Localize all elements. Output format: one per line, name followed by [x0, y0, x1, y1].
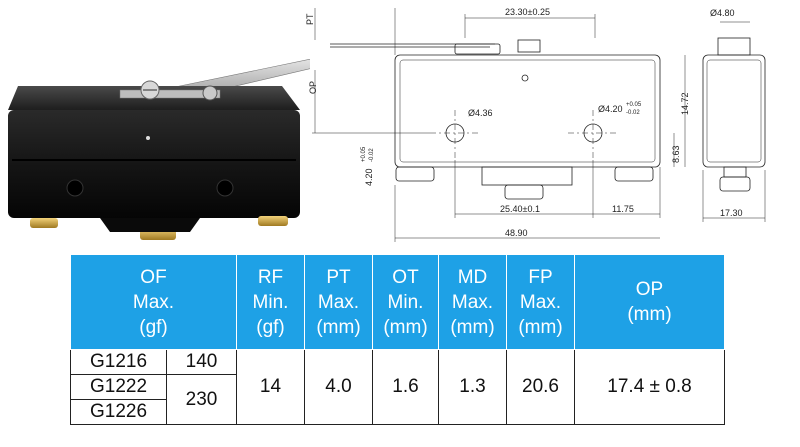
label-hole-offset-tol-upper: +0.05 — [361, 146, 367, 162]
product-photo — [8, 58, 310, 240]
header-pt: PT Max. (mm) — [304, 254, 373, 350]
label-width-top: 23.30±0.25 — [505, 7, 550, 17]
of-value-cell: 140 — [166, 349, 237, 375]
mounting-hole-right — [216, 179, 234, 197]
md-value-cell: 1.3 — [438, 349, 507, 425]
model-cell: G1226 — [70, 399, 167, 425]
lever-bracket — [119, 89, 221, 99]
label-hole-offset: 4.20 — [364, 168, 374, 186]
label-hole-right-tol-upper: +0.05 — [626, 102, 642, 108]
label-hole-left: Ø4.36 — [468, 108, 493, 118]
table-row: G1222 230 — [70, 374, 725, 425]
rf-value-cell: 14 — [236, 349, 305, 425]
label-height-total: 14.72 — [680, 92, 690, 115]
label-hole-pitch: 25.40±0.1 — [500, 204, 540, 214]
switch-body — [8, 110, 300, 218]
header-md: MD Max. (mm) — [438, 254, 507, 350]
op-value-cell: 17.4 ± 0.8 — [574, 349, 725, 425]
label-hole-right: Ø4.20 — [598, 104, 623, 114]
label-side-width: 17.30 — [720, 208, 743, 218]
spec-table: OF Max. (gf) RF Min. (gf) PT Max. (mm) O… — [70, 254, 725, 425]
of-value-cell: 230 — [166, 374, 237, 425]
label-right-offset: 11.75 — [612, 204, 634, 214]
technical-drawing: PT OP 23.30±0.25 Ø4.80 Ø4.36 Ø4.20 +0.05… — [305, 7, 766, 242]
label-height-hole: 8.63 — [671, 145, 681, 163]
lever-roller — [202, 85, 218, 101]
label-hole-right-tol-lower: -0.02 — [626, 110, 640, 116]
header-ot: OT Min. (mm) — [372, 254, 439, 350]
front-terminal-center — [504, 184, 544, 200]
pt-value-cell: 4.0 — [304, 349, 373, 425]
mounting-hole-left — [66, 179, 84, 197]
label-hole-offset-tol-lower: -0.02 — [369, 148, 375, 162]
header-fp: FP Max. (mm) — [506, 254, 575, 350]
model-cell: G1216 — [70, 349, 167, 375]
ot-value-cell: 1.6 — [372, 349, 439, 425]
table-row: G1226 — [70, 399, 725, 425]
header-rf: RF Min. (gf) — [236, 254, 305, 350]
fp-value-cell: 20.6 — [506, 349, 575, 425]
header-op: OP (mm) — [574, 254, 725, 350]
terminal-right — [258, 216, 288, 226]
label-pin-dia: Ø4.80 — [710, 8, 735, 18]
table-row: G1216 140 14 4.0 1.6 1.3 20.6 17.4 ± 0.8 — [70, 349, 725, 425]
model-cell: G1222 — [70, 374, 167, 400]
label-pt: PT — [305, 13, 315, 25]
terminal-left — [30, 218, 58, 228]
label-length-total: 48.90 — [505, 228, 528, 238]
side-view-body — [702, 54, 766, 168]
table-header-row: OF Max. (gf) RF Min. (gf) PT Max. (mm) O… — [70, 254, 725, 350]
front-terminal-left — [395, 166, 435, 182]
label-op: OP — [308, 81, 318, 94]
header-of: OF Max. (gf) — [70, 254, 237, 350]
front-terminal-right — [614, 166, 654, 182]
